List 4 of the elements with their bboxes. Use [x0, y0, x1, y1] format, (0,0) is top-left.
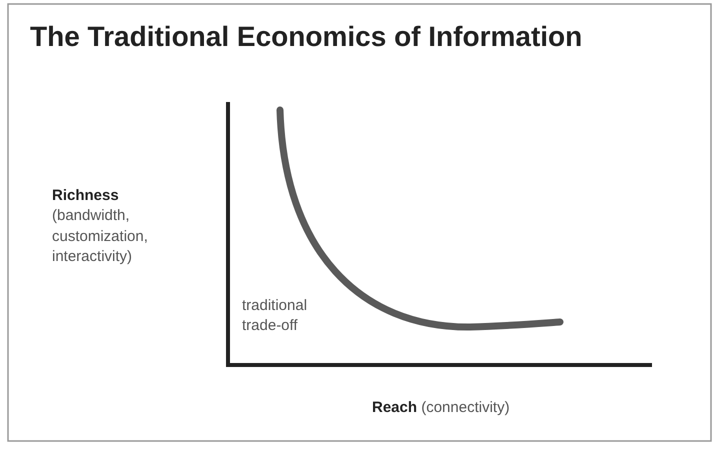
- curve-label: traditional trade-off: [242, 296, 308, 336]
- y-axis-label: Richness (bandwidth, customization, interactivity): [52, 186, 149, 267]
- x-axis-label: Reach (connectivity): [372, 398, 511, 418]
- title: The Traditional Economics of Information: [30, 20, 582, 54]
